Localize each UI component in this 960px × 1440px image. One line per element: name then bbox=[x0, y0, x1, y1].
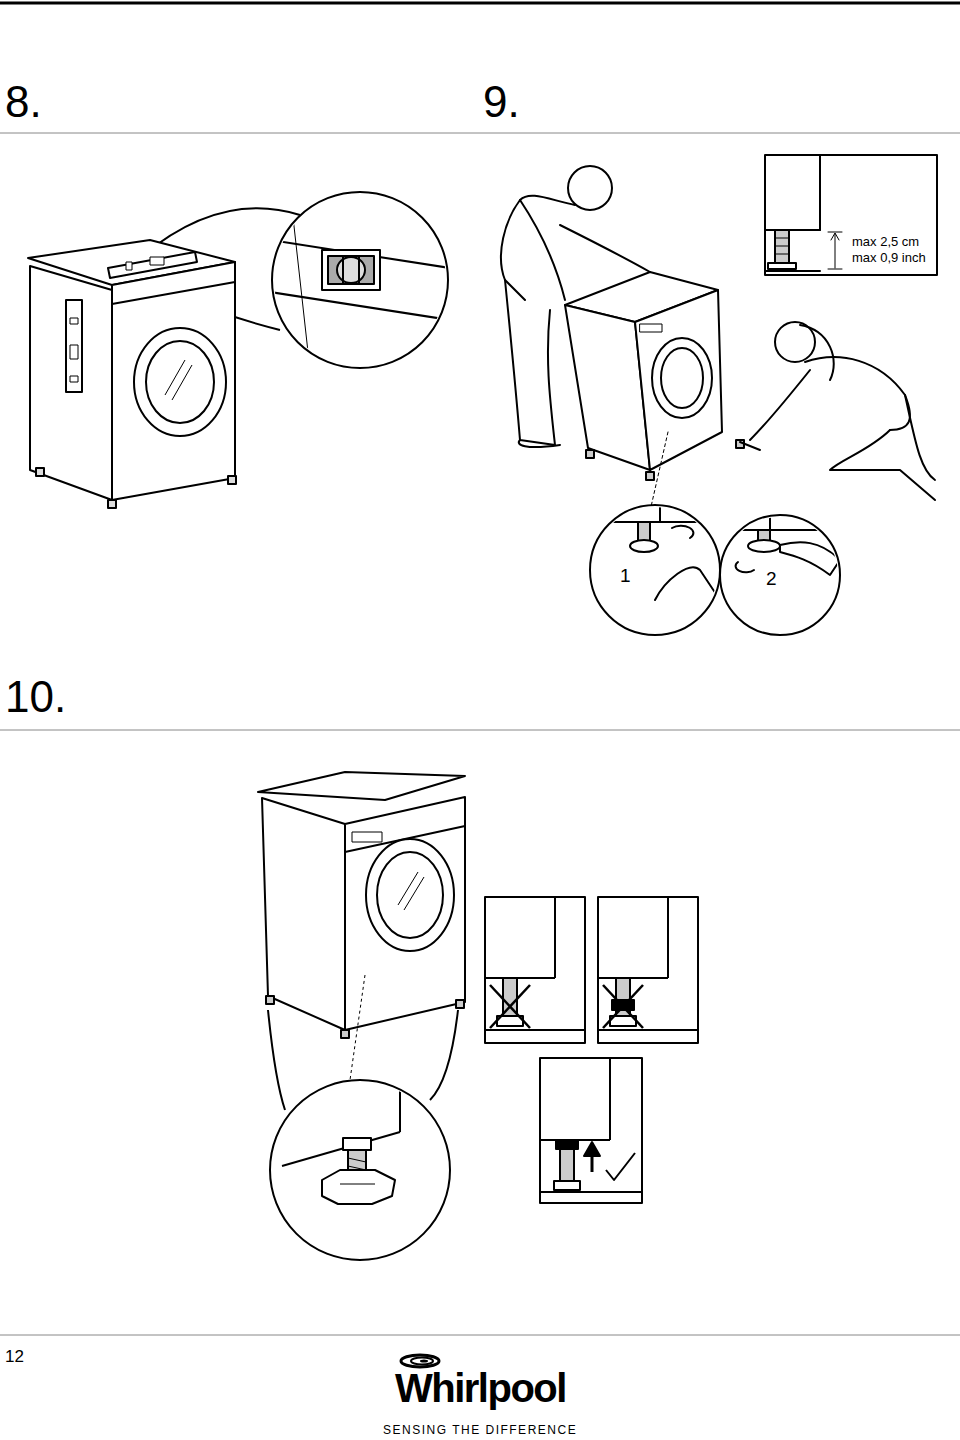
callout-number: 2 bbox=[766, 569, 777, 588]
dimension-label: max 0,9 inch bbox=[852, 251, 926, 264]
dimension-label: max 2,5 cm bbox=[852, 235, 919, 248]
brand-name: Whirlpool bbox=[395, 1368, 566, 1408]
step-number: 10. bbox=[5, 675, 66, 719]
step-number: 9. bbox=[483, 80, 520, 124]
logo-swirl bbox=[401, 1355, 439, 1367]
step-number: 8. bbox=[5, 80, 42, 124]
callout-number: 1 bbox=[620, 566, 631, 585]
step10-locknuts bbox=[258, 772, 698, 1260]
page-number: 12 bbox=[5, 1348, 24, 1365]
step9-leveling bbox=[501, 155, 937, 635]
step8-washer bbox=[28, 190, 450, 508]
brand-tagline: SENSING THE DIFFERENCE bbox=[383, 1424, 577, 1436]
